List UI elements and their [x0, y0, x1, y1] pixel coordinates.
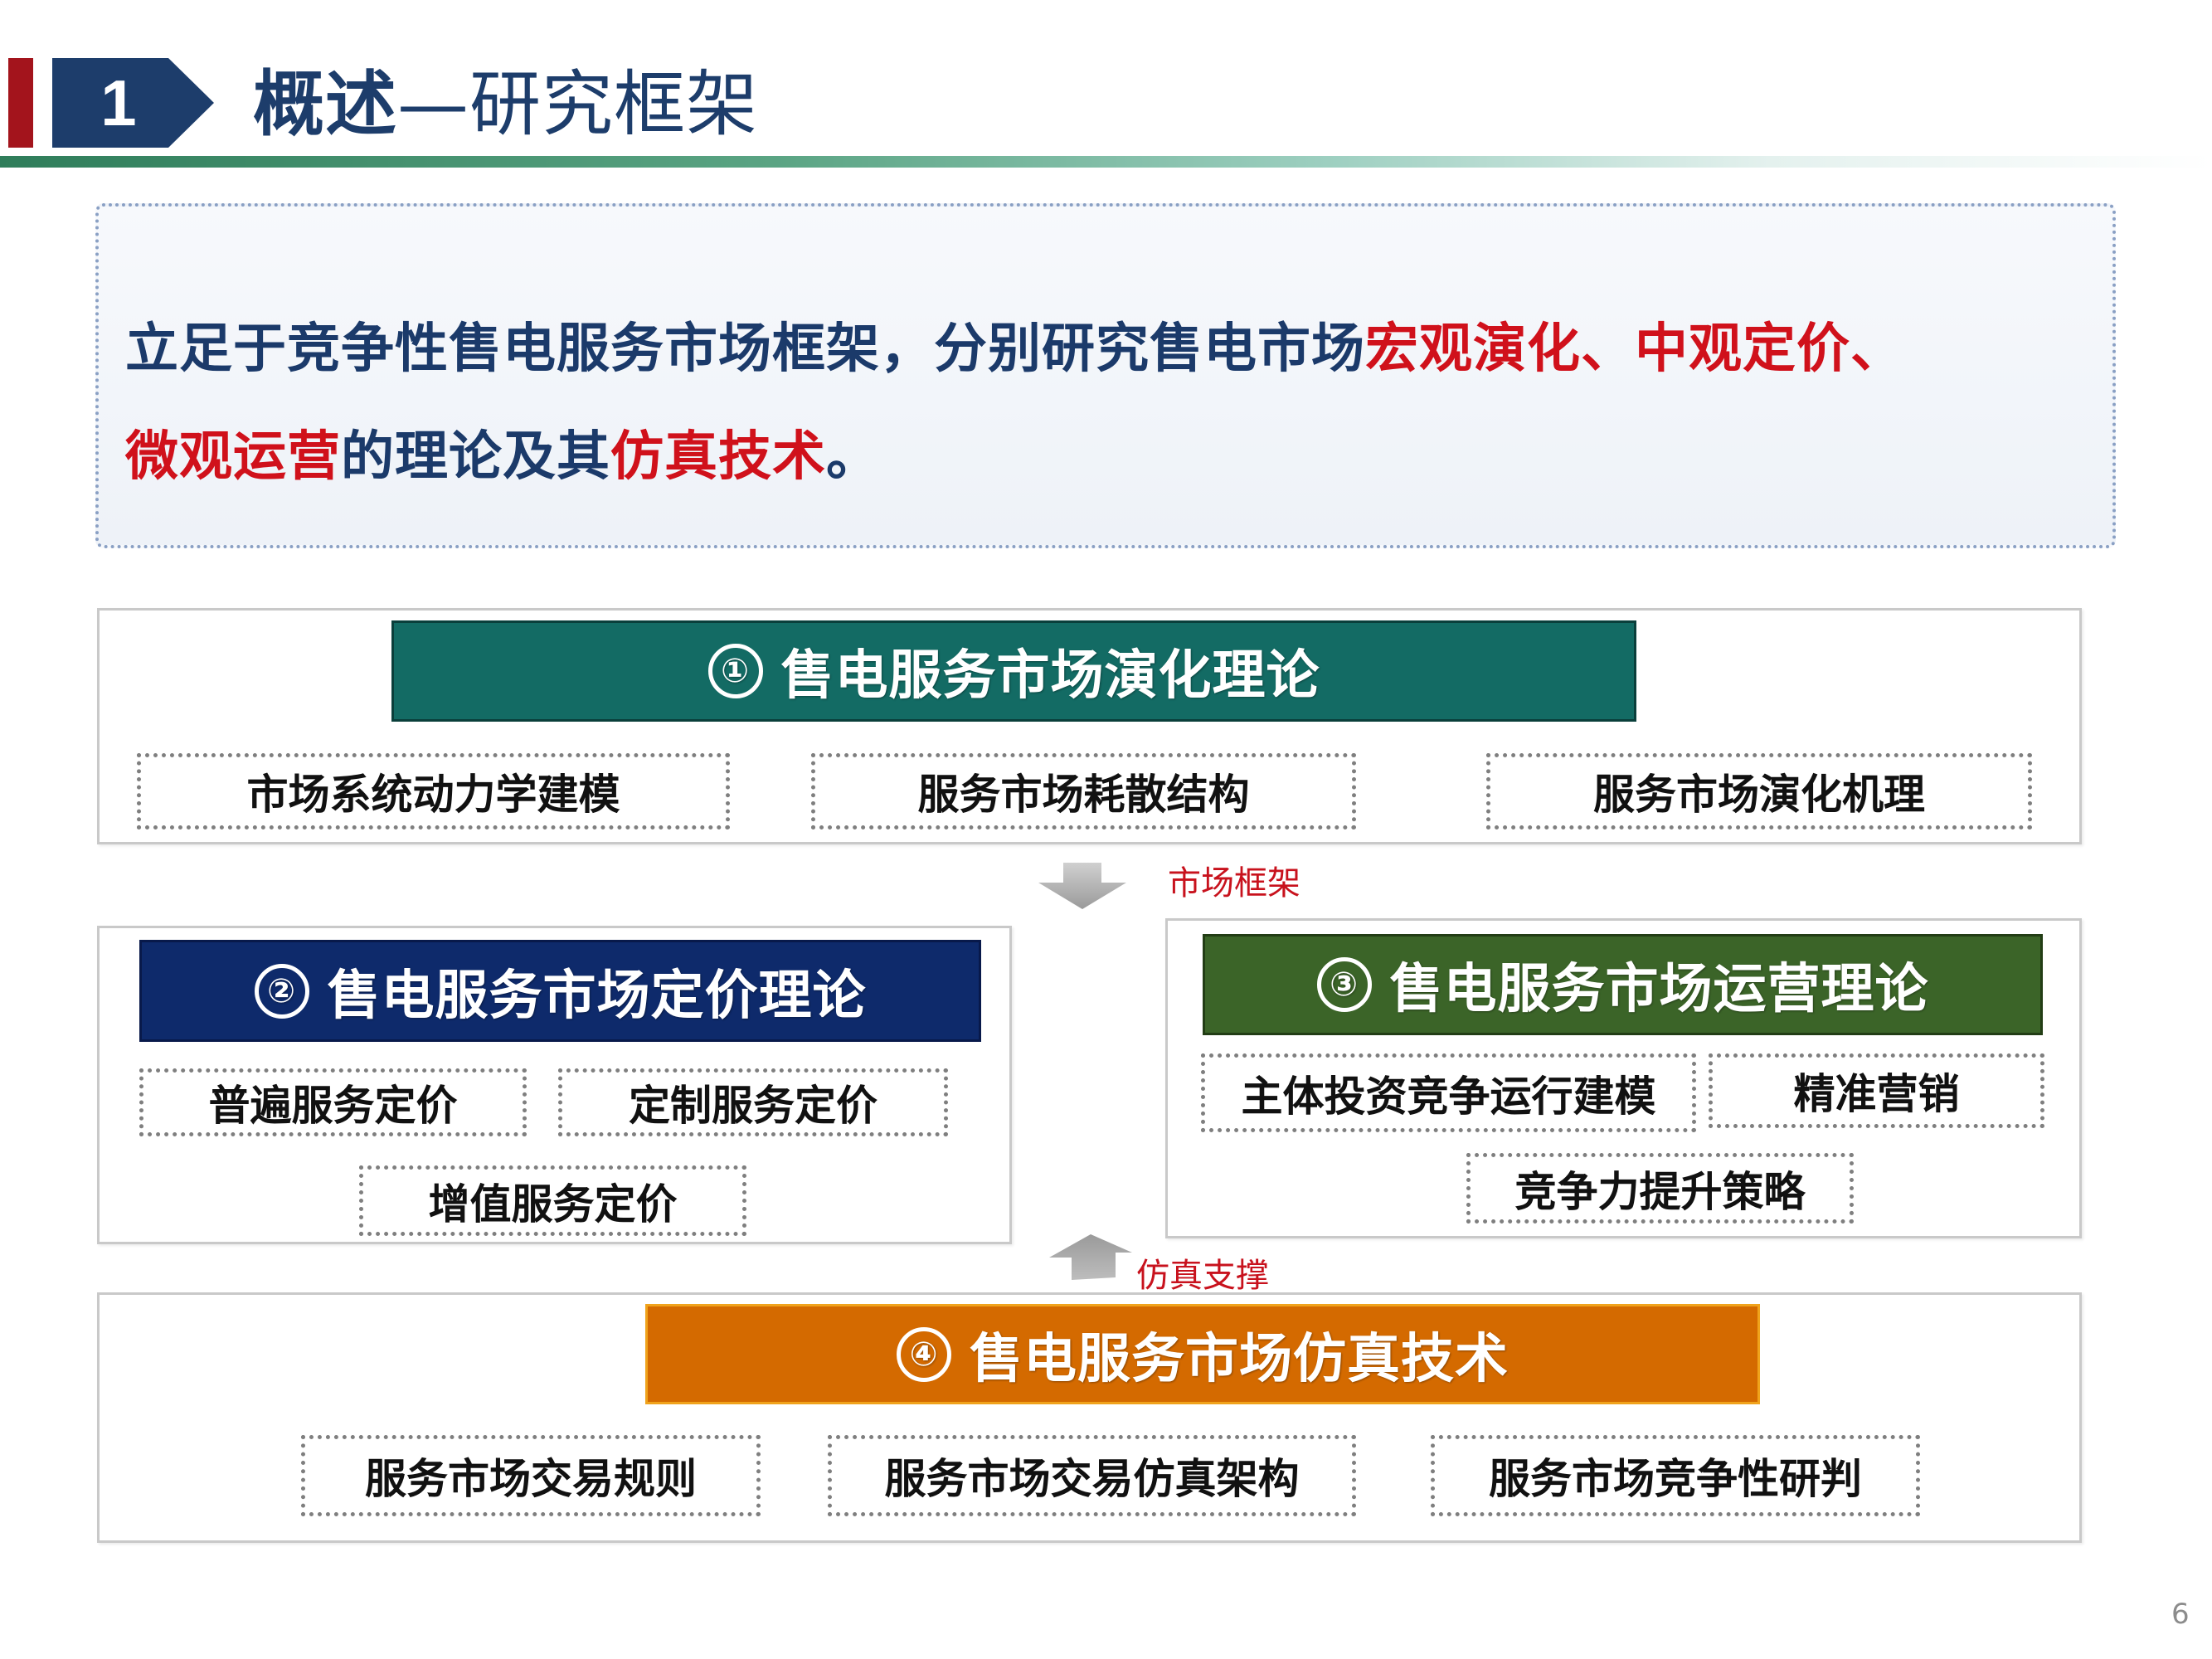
page-title-rest: —研究框架	[397, 63, 758, 146]
arrow-up-icon	[1049, 1234, 1132, 1280]
section-4-number: ④	[897, 1326, 951, 1382]
section-number: 1	[100, 66, 137, 139]
page-title-bold: 概述	[253, 63, 397, 146]
badge-arrow-shape-icon	[52, 58, 214, 148]
section-2-item: 普遍服务定价	[139, 1068, 527, 1136]
intro-summary-box: 立足于竞争性售电服务市场框架，分别研究售电市场宏观演化、中观定价、 微观运营的理…	[95, 203, 2116, 548]
section-2-number: ②	[254, 963, 309, 1019]
arrow-down-icon	[1038, 863, 1126, 909]
section-3-banner: ③ 售电服务市场运营理论	[1203, 934, 2043, 1035]
section-1-banner: ① 售电服务市场演化理论	[391, 620, 1636, 722]
section-number-badge	[52, 58, 214, 148]
flow-label-market-framework: 市场框架	[1168, 864, 1300, 902]
section-4-item: 服务市场竞争性研判	[1431, 1435, 1920, 1516]
header-divider	[0, 156, 2212, 168]
section-2-item: 定制服务定价	[558, 1068, 948, 1136]
section-1-number: ①	[707, 644, 763, 698]
section-3-item: 主体投资竞争运行建模	[1201, 1053, 1696, 1132]
section-3-number: ③	[1316, 957, 1372, 1012]
page-number: 6	[2171, 1598, 2190, 1631]
section-4-title: 售电服务市场仿真技术	[970, 1328, 1509, 1390]
section-3-title: 售电服务市场运营理论	[1389, 959, 1929, 1020]
section-4-item: 服务市场交易仿真架构	[828, 1435, 1356, 1516]
section-1-item: 市场系统动力学建模	[137, 753, 730, 830]
intro-line-1: 立足于竞争性售电服务市场框架，分别研究售电市场宏观演化、中观定价、	[125, 306, 1904, 382]
section-2-banner: ② 售电服务市场定价理论	[139, 940, 981, 1042]
section-4-banner: ④ 售电服务市场仿真技术	[645, 1304, 1760, 1404]
intro-text: 立足于竞争性售电服务市场框架，分别研究售电市场	[125, 319, 1365, 380]
header-accent-bar	[8, 58, 33, 148]
section-1-item: 服务市场耗散结构	[811, 753, 1356, 830]
intro-text: 。	[826, 426, 880, 488]
section-1-title: 售电服务市场演化理论	[780, 645, 1320, 707]
section-4-item: 服务市场交易规则	[301, 1435, 761, 1516]
section-2-title: 售电服务市场定价理论	[327, 965, 867, 1027]
section-3-item: 竞争力提升策略	[1466, 1153, 1854, 1224]
intro-text: 的理论及其	[341, 426, 610, 488]
section-3-item: 精准营销	[1709, 1053, 2044, 1128]
intro-highlight: 仿真技术	[610, 426, 826, 488]
intro-highlight: 宏观演化、中观定价、	[1365, 319, 1904, 380]
section-2-item: 增值服务定价	[359, 1165, 746, 1236]
page-title: 概述—研究框架	[253, 60, 758, 149]
intro-highlight: 微观运营	[125, 426, 341, 488]
intro-line-2: 微观运营的理论及其仿真技术。	[125, 414, 880, 490]
section-1-item: 服务市场演化机理	[1486, 753, 2032, 830]
flow-label-simulation-support: 仿真支撑	[1136, 1257, 1269, 1295]
